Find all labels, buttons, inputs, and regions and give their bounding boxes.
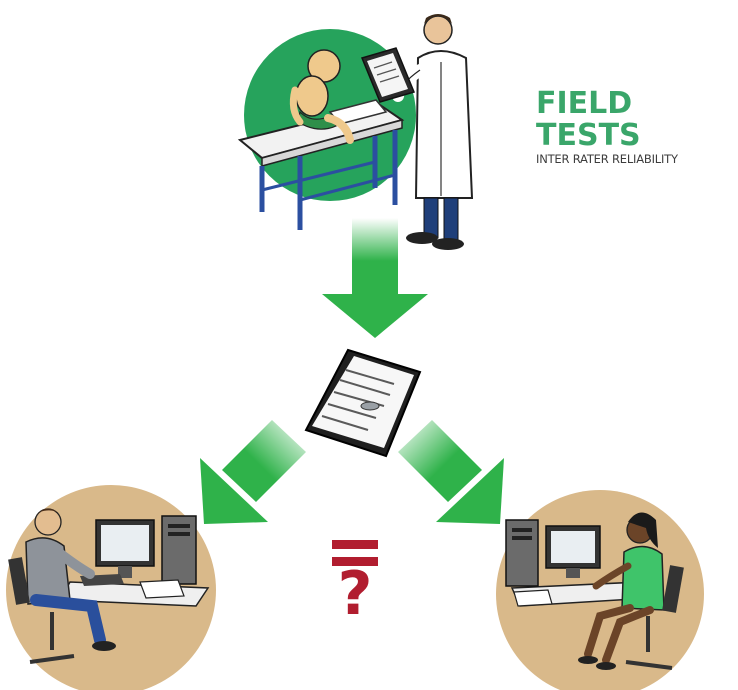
- arrow-down: [322, 218, 428, 338]
- arrow-left-down: [200, 420, 306, 524]
- male-rater-at-computer-icon: [6, 485, 216, 690]
- clipboard-form-icon: [304, 348, 422, 458]
- title-subheading: INTER RATER RELIABILITY: [536, 152, 678, 166]
- question-mark: ?: [338, 559, 373, 629]
- title-block: FIELD TESTS INTER RATER RELIABILITY: [536, 86, 738, 167]
- equals-sign: [332, 540, 378, 566]
- doctor-examining-infant-icon: [237, 14, 474, 250]
- title-heading: FIELD TESTS: [536, 86, 641, 153]
- arrow-right-down: [398, 420, 504, 524]
- female-rater-at-computer-icon: [496, 490, 704, 690]
